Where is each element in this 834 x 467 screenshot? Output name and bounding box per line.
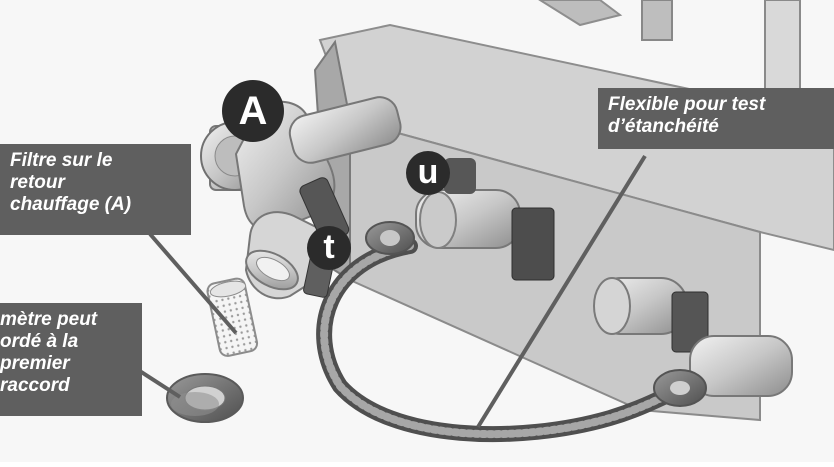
- left-label-line-2: ordé à la: [0, 331, 79, 352]
- flexible-hose: [316, 238, 698, 443]
- filter-mesh: [206, 277, 259, 357]
- filter-label-line-3: chauffage (A): [10, 194, 132, 215]
- hose-leader-line: [476, 154, 647, 429]
- marker-a-text: A: [238, 89, 268, 133]
- hose-label-line-1: Flexible pour test: [608, 94, 766, 115]
- hose-label-line-2: d’étanchéité: [608, 116, 719, 137]
- hose-label: Flexible pour test d’étanchéité: [598, 88, 834, 149]
- left-label-line-3: premier: [0, 353, 70, 374]
- left-label-line-4: raccord: [0, 375, 70, 396]
- manometer-fitting: [166, 373, 244, 423]
- filter-label: Filtre sur le retour chauffage (A): [0, 144, 191, 235]
- marker-u: u: [406, 151, 450, 195]
- marker-a: A: [222, 80, 284, 142]
- marker-u-text: u: [417, 153, 439, 191]
- filter-label-line-1: Filtre sur le: [10, 150, 113, 171]
- hose-connection-valve: [365, 158, 555, 281]
- filter-leader-line: [148, 232, 238, 335]
- marker-t: t: [307, 226, 351, 270]
- left-label-line-1: mètre peut: [0, 309, 98, 330]
- marker-t-text: t: [323, 228, 335, 266]
- left-label: mètre peut ordé à la premier raccord: [0, 303, 142, 416]
- filter-label-line-2: retour: [10, 172, 65, 193]
- right-fitting-group: [593, 277, 793, 407]
